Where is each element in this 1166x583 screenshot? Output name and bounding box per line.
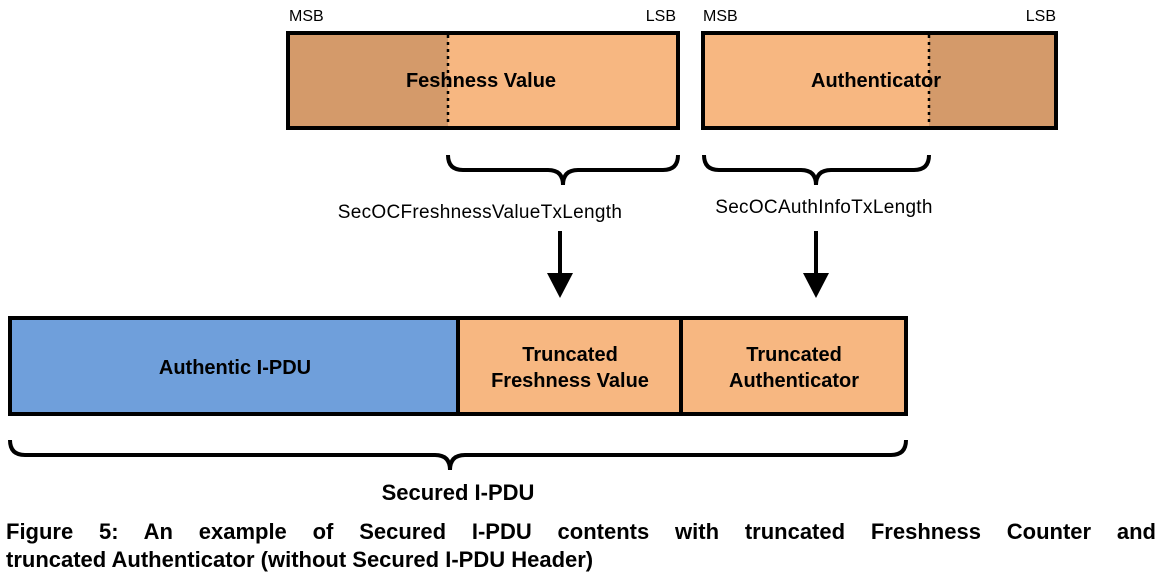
freshness-kept-part [448, 33, 678, 128]
authinfo-length-param: SecOCAuthInfoTxLength [715, 197, 933, 218]
secured-ipdu-brace [8, 439, 908, 471]
authenticator-truncated-part [929, 33, 1056, 128]
freshness-value-label: Feshness Value [406, 70, 556, 92]
freshness-arrow [547, 231, 573, 298]
secured-ipdu-row: Authentic I-PDU Truncated Freshness Valu… [8, 316, 908, 416]
freshness-truncated-part [288, 33, 448, 128]
figure-caption-line2: truncated Authenticator (without Secured… [6, 547, 594, 572]
freshness-brace [446, 154, 680, 186]
authenticator-arrow [803, 231, 829, 298]
truncated-authenticator-label-line1: Truncated [746, 344, 842, 366]
truncated-authenticator-label-line2: Authenticator [729, 370, 859, 392]
authenticator-block: MSB LSB Authenticator [701, 8, 1058, 130]
authenticator-kept-part [703, 33, 929, 128]
authentic-ipdu-box [8, 316, 460, 416]
freshness-msb-label: MSB [289, 8, 324, 25]
authenticator-box [701, 31, 1058, 130]
truncated-freshness-label-line2: Freshness Value [491, 370, 649, 392]
figure-caption-line1: Figure 5: An example of Secured I-PDU co… [6, 519, 1156, 544]
authenticator-brace [702, 154, 931, 186]
freshness-lsb-label: LSB [646, 8, 676, 25]
figure-caption: Figure 5: An example of Secured I-PDU co… [6, 518, 1156, 574]
authenticator-label: Authenticator [811, 70, 941, 92]
secured-ipdu-label: Secured I-PDU [382, 480, 535, 505]
freshness-value-block: MSB LSB Feshness Value [286, 8, 680, 130]
truncated-authenticator-box [679, 316, 908, 416]
authenticator-msb-label: MSB [703, 8, 738, 25]
freshness-length-param: SecOCFreshnessValueTxLength [338, 202, 622, 223]
truncated-freshness-label-line1: Truncated [522, 344, 618, 366]
freshness-value-box [286, 31, 680, 130]
authenticator-lsb-label: LSB [1026, 8, 1056, 25]
truncated-freshness-box [456, 316, 683, 416]
authentic-ipdu-label: Authentic I-PDU [159, 357, 311, 379]
